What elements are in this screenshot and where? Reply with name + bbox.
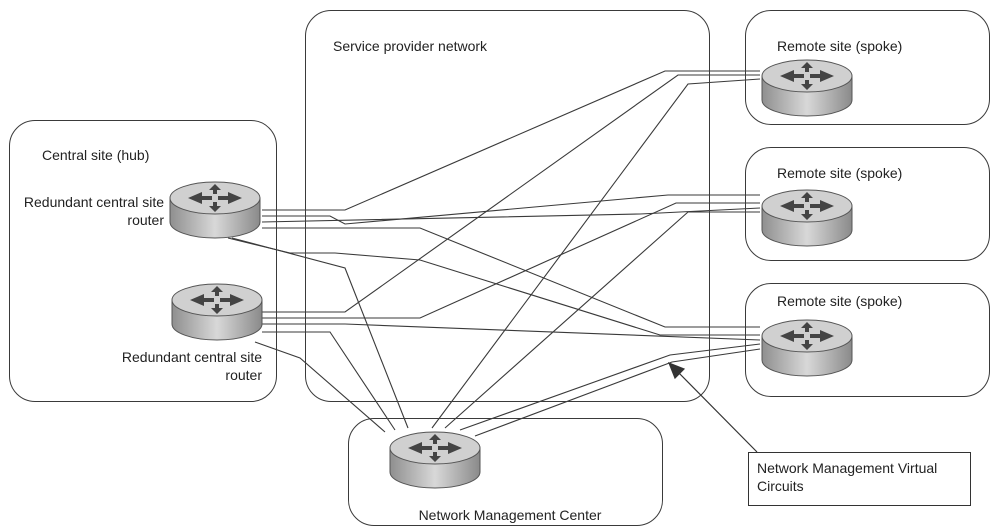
circuit-line [261,207,761,223]
circuit-line [262,70,760,211]
router-icon [389,431,481,489]
remote-router-2 [760,186,854,250]
circuit-line [474,348,761,437]
nmc-router [388,428,482,492]
remote-site-1-label: Remote site (spoke) [777,38,903,54]
central-site-box [9,120,277,402]
service-provider-label: Service provider network [333,38,488,54]
circuit-line [231,237,409,429]
circuit-line [262,227,760,328]
router-icon [171,283,263,341]
circuit-line [431,78,761,429]
callout-box: Network Management Virtual Circuits [748,452,971,506]
callout-arrow [667,361,758,453]
router-icon [761,189,853,247]
circuit-line [227,237,760,336]
circuit-line [262,194,760,225]
circuit-line [444,211,760,429]
hub-router-top-label: Redundant central site router [23,194,164,228]
callout-text: Network Management Virtual Circuits [757,460,938,494]
nmc-label: Network Management Center [418,507,602,523]
router-icon [761,319,853,377]
hub-router-bottom-label: Redundant central site router [121,349,262,383]
remote-router-3 [760,316,854,380]
remote-router-1 [760,56,854,120]
remote-site-2-label: Remote site (spoke) [777,165,903,181]
router-icon [761,59,853,117]
service-provider-network-box [305,10,710,402]
remote-site-3-box [745,283,990,397]
circuit-line [262,202,760,319]
remote-site-1-box [745,10,990,125]
central-site-label: Central site (hub) [42,147,150,163]
remote-site-2-box [745,147,990,261]
network-management-center-box [348,418,663,526]
circuit-line [254,341,386,433]
hub-router-bottom [170,280,264,344]
circuit-line [262,323,761,341]
circuit-line [262,74,760,313]
router-icon [169,181,261,239]
circuit-line [459,343,761,431]
hub-router-top [168,178,262,242]
remote-site-3-label: Remote site (spoke) [777,293,903,309]
circuit-line [262,331,396,431]
